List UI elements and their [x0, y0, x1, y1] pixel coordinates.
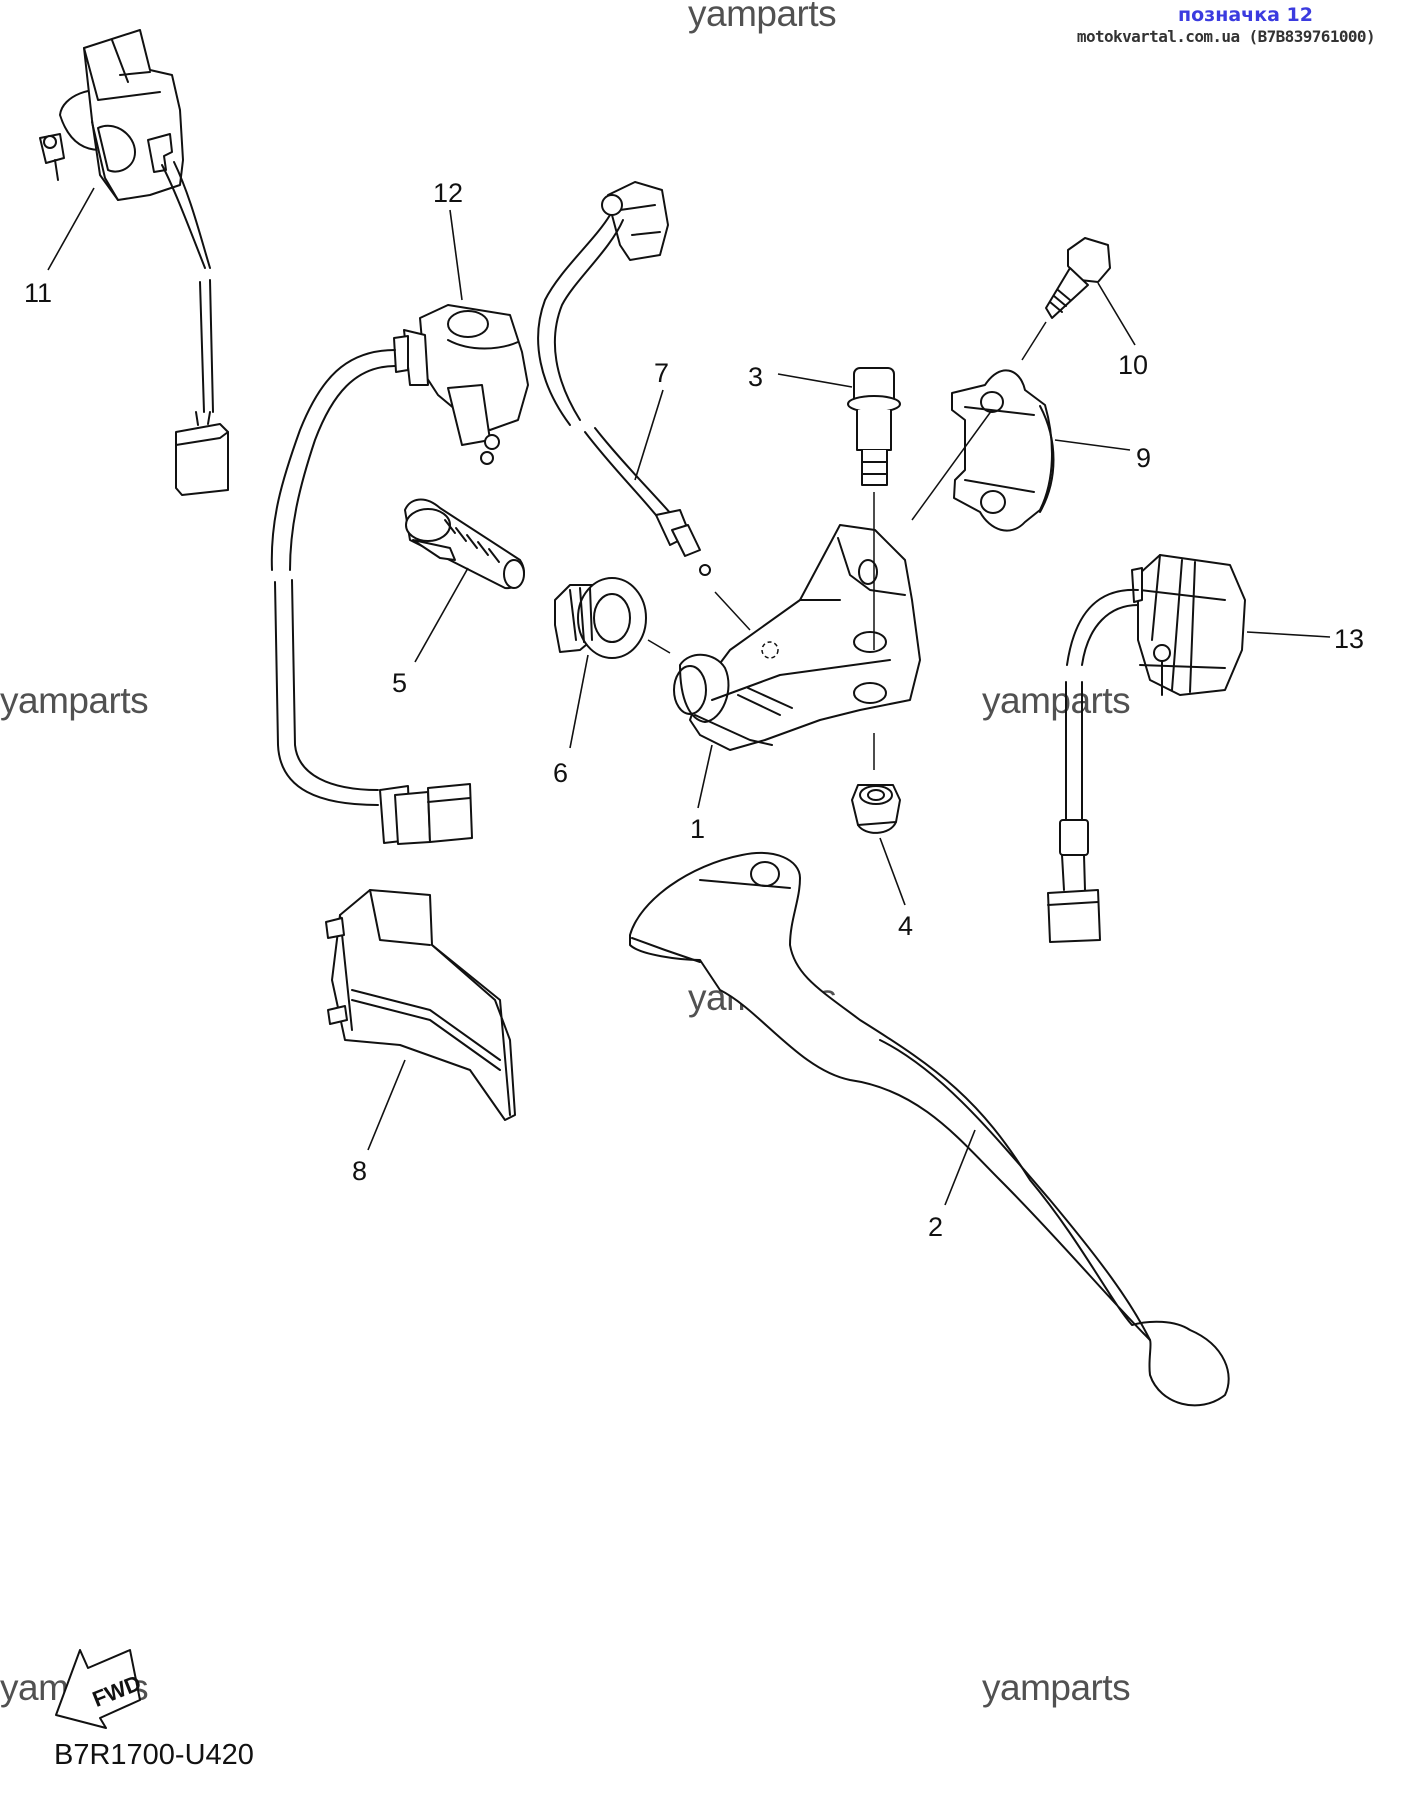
- callout-7: 7: [654, 358, 669, 388]
- callout-10: 10: [1118, 350, 1148, 380]
- callout-1: 1: [690, 814, 705, 844]
- callout-3: 3: [748, 362, 763, 392]
- mark-label: позначка 12: [1178, 4, 1313, 26]
- callout-11: 11: [24, 278, 52, 308]
- part-2-lever[interactable]: 2: [629, 852, 1230, 1407]
- part-12-switch[interactable]: 12: [270, 178, 529, 845]
- watermark: yamparts: [982, 1667, 1130, 1708]
- callout-5: 5: [392, 668, 407, 698]
- watermark: yamparts: [0, 680, 148, 721]
- part-13-handlebar-switch[interactable]: 13: [1047, 554, 1364, 943]
- watermark: yamparts: [982, 680, 1130, 721]
- part-10-bolt[interactable]: 10: [1021, 237, 1148, 380]
- part-4-nut[interactable]: 4: [851, 784, 913, 941]
- callout-12: 12: [433, 178, 463, 208]
- callout-9: 9: [1136, 443, 1151, 473]
- callout-2: 2: [928, 1212, 943, 1242]
- part-5-adjuster-bolt[interactable]: 5: [392, 498, 525, 698]
- callout-13: 13: [1334, 624, 1364, 654]
- source-label: motokvartal.com.ua (B7B839761000): [1076, 27, 1376, 46]
- forward-arrow-icon: FWD: [55, 1649, 145, 1729]
- callout-4: 4: [898, 911, 913, 941]
- part-11-handlebar-switch[interactable]: 11: [24, 29, 229, 496]
- watermark: yamparts: [688, 0, 836, 34]
- part-6-locknut[interactable]: 6: [553, 577, 671, 788]
- part-9-clamp[interactable]: 9: [911, 369, 1151, 532]
- part-8-cover[interactable]: 8: [325, 889, 516, 1186]
- callout-6: 6: [553, 758, 568, 788]
- part-7-switch[interactable]: 7: [537, 181, 751, 631]
- part-1-bracket[interactable]: 1: [673, 524, 921, 844]
- diagram-code: B7R1700-U420: [54, 1739, 254, 1771]
- callout-8: 8: [352, 1156, 367, 1186]
- part-3-pivot-bolt[interactable]: 3: [748, 362, 901, 770]
